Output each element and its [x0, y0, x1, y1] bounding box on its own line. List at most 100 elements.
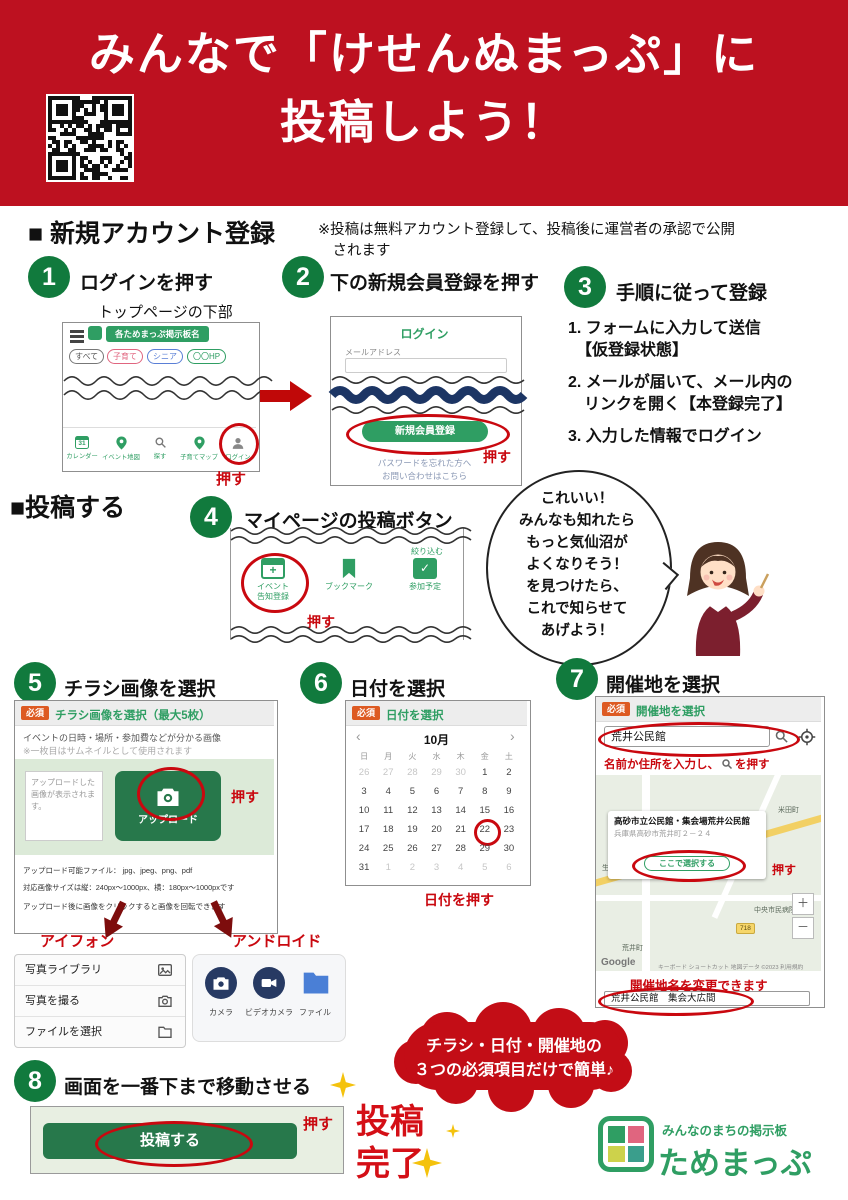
- step5-note1: アップロード可能ファイル： jpg、jpeg、png、pdf: [23, 866, 193, 875]
- step2-press-label: 押す: [483, 449, 511, 465]
- step5-note2: 対応画像サイズは縦：240px〜1000px、横：180px〜1000pxです: [23, 883, 235, 892]
- calendar-month: 10月: [423, 733, 450, 747]
- nav-item-event-map: イベント地図: [102, 436, 140, 461]
- step2-screenshot: ログイン メールアドレス 新規会員登録 押す パスワードを忘れた方へ お問い合わ…: [328, 316, 528, 486]
- step5-screenshot: 必須 チラシ画像を選択（最大5枚） イベントの日時・場所・参加費などが分かる画像…: [14, 700, 278, 934]
- filter-chip-all: すべて: [69, 349, 105, 364]
- calendar-day: 22: [473, 819, 501, 846]
- step2-number: 2: [282, 256, 324, 298]
- calendar-day: 18: [382, 824, 394, 835]
- upload-highlight-circle: [137, 767, 205, 821]
- torn-edge: [230, 527, 472, 535]
- event-register-highlight-circle: [241, 553, 309, 613]
- calendar-day: 12: [407, 805, 418, 816]
- search-icon: [154, 437, 166, 448]
- step4-number: 4: [190, 496, 232, 538]
- calendar-adjacent-day: 3: [433, 862, 440, 873]
- step4-screenshot: 絞り込む イベント 告知登録 ブックマーク 参加予定 押す: [230, 527, 472, 643]
- calendar-adjacent-day: 29: [431, 767, 442, 778]
- camera-icon: [213, 977, 229, 990]
- email-input: [345, 358, 507, 373]
- filter-link: 絞り込む: [411, 547, 443, 556]
- calendar-adjacent-day: 26: [358, 767, 370, 778]
- iphone-label: アイフォン: [40, 933, 115, 950]
- woman-character-illustration: [687, 542, 770, 656]
- calendar-prev-icon: ‹: [356, 728, 361, 744]
- upload-preview-box: アップロードした画像が表示されます。: [25, 771, 103, 841]
- calendar-day: 15: [479, 805, 491, 816]
- step5-number: 5: [14, 662, 56, 704]
- sparkle-icon: [330, 1072, 356, 1098]
- logo-name: ためまっぷ: [658, 1146, 812, 1181]
- calendar-day: 27: [431, 843, 442, 854]
- post-section-heading: ■投稿する: [10, 494, 126, 522]
- calendar-day-header: 日: [360, 752, 369, 761]
- sparkle-icon: [446, 1124, 460, 1138]
- step8-screenshot: 投稿する 押す: [30, 1106, 344, 1174]
- hamburger-menu-icon: [70, 330, 84, 333]
- qr-pattern: [48, 96, 132, 180]
- speech-bubble-text: これいい！ みんなも知れたら もっと気仙沼が よくなりそう！ を見つけたら、 こ…: [519, 491, 635, 640]
- nav-label-search: 探す: [153, 453, 167, 460]
- board-name: 各ためまっぷ掲示板名: [106, 326, 209, 342]
- step6-title: 日付を選択: [350, 679, 446, 700]
- step1-screenshot: 各ためまっぷ掲示板名 すべて 子育て シニア 〇〇HP 31 カレンダー イベン…: [62, 322, 273, 472]
- calendar-day: 29: [479, 843, 491, 854]
- map-label-yoneda: 米田町: [778, 807, 799, 814]
- calendar-day: 23: [503, 824, 515, 835]
- login-highlight-circle: [219, 423, 259, 465]
- bookmark-button: ブックマーク: [321, 558, 377, 592]
- step3-item-1: 1. フォームに入力して送信 【仮登録状態】: [568, 320, 761, 360]
- email-label: メールアドレス: [345, 348, 401, 357]
- step8-number: 8: [14, 1060, 56, 1102]
- calendar-day: 7: [457, 786, 464, 797]
- header-title-line1: みんなで「けせんぬまっぷ」に: [88, 28, 760, 80]
- qr-code: [46, 94, 134, 182]
- venue-name-highlight-circle: [598, 987, 754, 1016]
- filter-chip-kids: 子育て: [107, 349, 143, 364]
- nav-label-event-map: イベント地図: [102, 454, 140, 461]
- arrow-to-iphone: [104, 900, 127, 939]
- tamemap-logo: みんなのまちの掲示板 ためまっぷ: [592, 1108, 842, 1184]
- arrow-to-android: [210, 900, 233, 938]
- videocam-icon: [261, 979, 277, 987]
- done-text-line2: 完了: [356, 1145, 424, 1183]
- android-menu: カメラ ビデオカメラ ファイル: [192, 954, 346, 1042]
- torn-edge: [230, 536, 472, 544]
- required-badge: 必須: [602, 702, 630, 716]
- step5-screen-title: チラシ画像を選択（最大5枚）: [55, 710, 211, 722]
- step7-title: 開催地を選択: [606, 675, 721, 696]
- required-badge: 必須: [352, 706, 380, 720]
- nav-item-calendar: 31 カレンダー: [64, 436, 100, 460]
- calendar-adjacent-day: 6: [506, 862, 512, 873]
- calendar-day: 14: [455, 805, 466, 816]
- calendar-day-header: 火: [408, 752, 417, 761]
- gps-target-icon: [798, 728, 816, 746]
- calendar-next-icon: ›: [510, 728, 515, 744]
- photo-library-label: 写真ライブラリ: [25, 964, 102, 976]
- torn-edge: [230, 635, 472, 643]
- register-section-heading: ■ 新規アカウント登録: [28, 220, 276, 248]
- register-note: ※投稿は無料アカウント登録して、投稿後に運営者の承認で公開 されます: [318, 222, 735, 260]
- step7-screen-title: 開催地を選択: [636, 706, 705, 718]
- app-logo-icon: [88, 326, 102, 340]
- step2-title: 下の新規会員登録を押す: [330, 273, 540, 294]
- take-photo-label: 写真を撮る: [25, 995, 80, 1007]
- calendar-day: 17: [358, 824, 370, 835]
- submit-highlight-circle: [95, 1121, 253, 1167]
- calendar-day-header: 木: [456, 752, 465, 761]
- poi-card: 高砂市立公民館・集会場荒井公民館 兵庫県高砂市荒井町２－２４ ここで選択する: [608, 811, 766, 882]
- nav-label-kids-map: 子育てマップ: [180, 454, 218, 461]
- calendar-adjacent-day: 2: [409, 862, 415, 873]
- highlight-blob: チラシ・日付・開催地の ３つの必須項目だけで簡単♪: [394, 1002, 632, 1112]
- sparkle-icon: [412, 1148, 442, 1178]
- step1-caption: トップページの下部: [98, 304, 233, 321]
- step3-number: 3: [564, 266, 606, 308]
- schedule-button: 参加予定: [397, 558, 453, 592]
- zoom-out-button: －: [792, 917, 814, 939]
- map-label-arai: 荒井町: [622, 945, 643, 952]
- android-videocam-circle: [253, 967, 285, 999]
